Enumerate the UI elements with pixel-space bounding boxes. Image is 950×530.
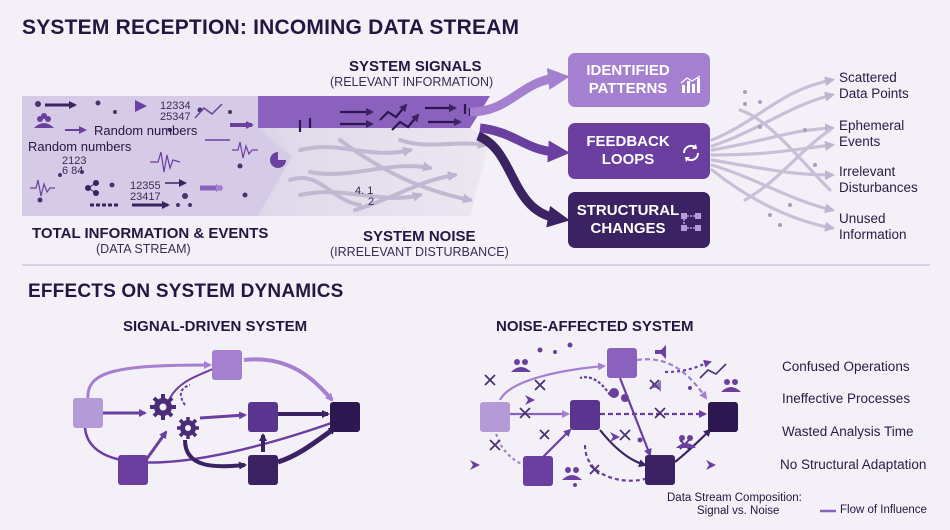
- bar-chart-icon: [680, 75, 701, 93]
- outcome-feedback-line2: LOOPS: [601, 151, 655, 168]
- outcome-patterns-line1: IDENTIFIED: [586, 62, 670, 79]
- signal-system-label: SIGNAL-DRIVEN SYSTEM: [123, 318, 308, 335]
- gear-icon-small: [177, 417, 199, 439]
- noise-x-marks: [484, 374, 690, 475]
- people-group-icon: [511, 359, 741, 480]
- stream-trend-line: [194, 103, 223, 119]
- stream-sublabel: (DATA STREAM): [96, 242, 191, 256]
- stream-number-f: 23417: [130, 191, 161, 203]
- stream-number-b: 25347: [160, 111, 191, 123]
- stream-number-e: 12355: [130, 180, 161, 192]
- stream-number-h: 2: [368, 196, 375, 208]
- noise-label: SYSTEM NOISE: [363, 228, 476, 245]
- gear-icon: [150, 394, 176, 420]
- noise-system-graph: [480, 348, 738, 486]
- stream-particles: [35, 100, 248, 207]
- legend-composition-line2: Signal vs. Noise: [697, 505, 780, 517]
- gear-cluster-icon: [609, 388, 629, 402]
- data-stream-block: [22, 96, 490, 216]
- stream-number-c: 2123: [62, 155, 87, 167]
- stream-label: TOTAL INFORMATION & EVENTS: [32, 225, 269, 242]
- structure-icon: [681, 213, 701, 231]
- noise-streaks: [288, 138, 488, 212]
- outcome-structural-line1: STRUCTURAL: [576, 202, 680, 219]
- signal-system-graph: [73, 350, 360, 485]
- legend-flow-label: Flow of Influence: [840, 504, 927, 516]
- random-numbers-label-1: Random numbers: [94, 123, 198, 138]
- dispersion-flows: [710, 76, 835, 232]
- effect-wasted-analysis-time: Wasted Analysis Time: [782, 424, 914, 439]
- people-icon: [34, 113, 54, 128]
- signals-label: SYSTEM SIGNALS: [349, 58, 482, 75]
- outcome-structural-line2: CHANGES: [590, 220, 666, 237]
- trend-line-icon: [699, 363, 727, 379]
- noise-clutter-icons: [470, 342, 716, 487]
- effect-ineffective-processes: Ineffective Processes: [782, 391, 911, 406]
- stream-number-g: 4. 1: [355, 185, 374, 197]
- effect-no-structural-adaptation: No Structural Adaptation: [780, 457, 927, 472]
- legend-composition-line1: Data Stream Composition:: [667, 492, 802, 504]
- effect-confused-operations: Confused Operations: [782, 359, 910, 374]
- dispersion-dots: [743, 90, 817, 227]
- noise-system-label: NOISE-AFFECTED SYSTEM: [496, 318, 694, 335]
- signal-band-marks: [298, 103, 472, 132]
- pie-chart-icon: [270, 152, 286, 168]
- outcome-arrows: [469, 67, 570, 228]
- stream-triangle-marker: [135, 100, 147, 112]
- page-title: SYSTEM RECEPTION: INCOMING DATA STREAM: [22, 16, 520, 39]
- stream-number-a: 12334: [160, 100, 191, 112]
- outcome-patterns-line2: PATTERNS: [588, 80, 668, 97]
- effects-title: EFFECTS ON SYSTEM DYNAMICS: [28, 281, 344, 302]
- noise-sublabel: (IRRELEVANT DISTURBANCE): [330, 245, 509, 259]
- random-numbers-label-2: Random numbers: [28, 139, 132, 154]
- signals-sublabel: (RELEVANT INFORMATION): [330, 75, 494, 89]
- refresh-icon: [682, 144, 700, 162]
- stream-arrows: [45, 101, 254, 209]
- stream-number-d: 6 84: [62, 165, 84, 177]
- share-icon: [85, 180, 99, 196]
- stream-waveform: [30, 141, 258, 197]
- outcome-feedback-line1: FEEDBACK: [586, 133, 670, 150]
